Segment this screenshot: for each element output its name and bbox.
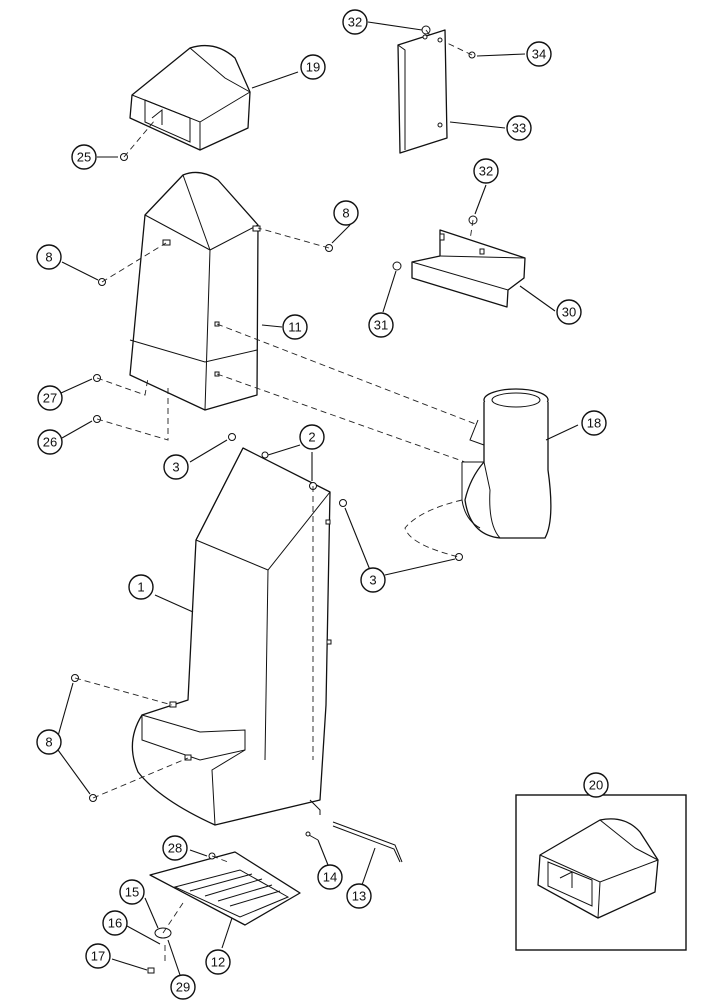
svg-text:8: 8 xyxy=(45,735,52,750)
alignment-lines xyxy=(74,29,479,965)
callout-3: 3 xyxy=(163,454,189,480)
svg-text:8: 8 xyxy=(45,250,52,265)
part-1-lower-duct xyxy=(131,447,332,826)
callout-32: 32 xyxy=(473,158,499,184)
callout-29: 29 xyxy=(170,974,196,1000)
svg-text:16: 16 xyxy=(108,916,122,931)
callout-13: 13 xyxy=(346,883,372,909)
callout-28: 28 xyxy=(162,835,188,861)
svg-text:15: 15 xyxy=(125,885,139,900)
callout-11: 11 xyxy=(282,314,308,340)
callout-14: 14 xyxy=(317,864,343,890)
svg-text:18: 18 xyxy=(587,416,601,431)
svg-text:3: 3 xyxy=(172,460,179,475)
callout-2: 2 xyxy=(299,424,325,450)
part-18-elbow xyxy=(461,388,552,539)
callout-15: 15 xyxy=(119,879,145,905)
callout-12: 12 xyxy=(205,949,231,975)
callout-27: 27 xyxy=(37,385,63,411)
svg-text:13: 13 xyxy=(352,889,366,904)
callout-8: 8 xyxy=(333,200,359,226)
callout-20: 20 xyxy=(583,772,609,798)
callout-32: 32 xyxy=(342,9,368,35)
callout-18: 18 xyxy=(581,410,607,436)
part-14-pin xyxy=(305,831,319,841)
callout-1: 1 xyxy=(128,574,154,600)
part-19-outlet xyxy=(129,44,251,151)
svg-text:2: 2 xyxy=(308,430,315,445)
svg-text:28: 28 xyxy=(168,841,182,856)
svg-text:33: 33 xyxy=(512,121,526,136)
callout-31: 31 xyxy=(368,312,394,338)
svg-text:26: 26 xyxy=(43,435,57,450)
svg-text:1: 1 xyxy=(137,580,144,595)
part-12-grille xyxy=(149,851,301,926)
part-20-inset xyxy=(515,794,687,951)
svg-text:8: 8 xyxy=(342,206,349,221)
svg-text:12: 12 xyxy=(211,955,225,970)
svg-text:20: 20 xyxy=(589,778,603,793)
part-13-rod xyxy=(332,821,403,863)
callout-33: 33 xyxy=(506,115,532,141)
svg-text:32: 32 xyxy=(348,15,362,30)
part-11-upper-duct xyxy=(129,171,261,411)
svg-text:25: 25 xyxy=(77,150,91,165)
callout-30: 30 xyxy=(556,299,582,325)
leader-lines xyxy=(57,21,579,976)
svg-text:3: 3 xyxy=(369,573,376,588)
svg-text:27: 27 xyxy=(43,391,57,406)
callout-8: 8 xyxy=(36,244,62,270)
part-30-bracket xyxy=(411,229,526,308)
callout-34: 34 xyxy=(526,41,552,67)
callout-16: 16 xyxy=(102,910,128,936)
callout-17: 17 xyxy=(85,943,111,969)
svg-text:32: 32 xyxy=(479,164,493,179)
callout-3: 3 xyxy=(360,567,386,593)
svg-text:19: 19 xyxy=(306,60,320,75)
callout-25: 25 xyxy=(71,144,97,170)
callout-19: 19 xyxy=(300,54,326,80)
svg-text:34: 34 xyxy=(532,47,546,62)
svg-text:31: 31 xyxy=(374,318,388,333)
callout-26: 26 xyxy=(37,429,63,455)
callout-8: 8 xyxy=(36,729,62,755)
svg-text:14: 14 xyxy=(323,870,337,885)
part-33-plate xyxy=(397,29,448,154)
svg-text:17: 17 xyxy=(91,949,105,964)
svg-text:30: 30 xyxy=(562,305,576,320)
svg-text:29: 29 xyxy=(176,980,190,995)
svg-text:11: 11 xyxy=(288,320,302,335)
